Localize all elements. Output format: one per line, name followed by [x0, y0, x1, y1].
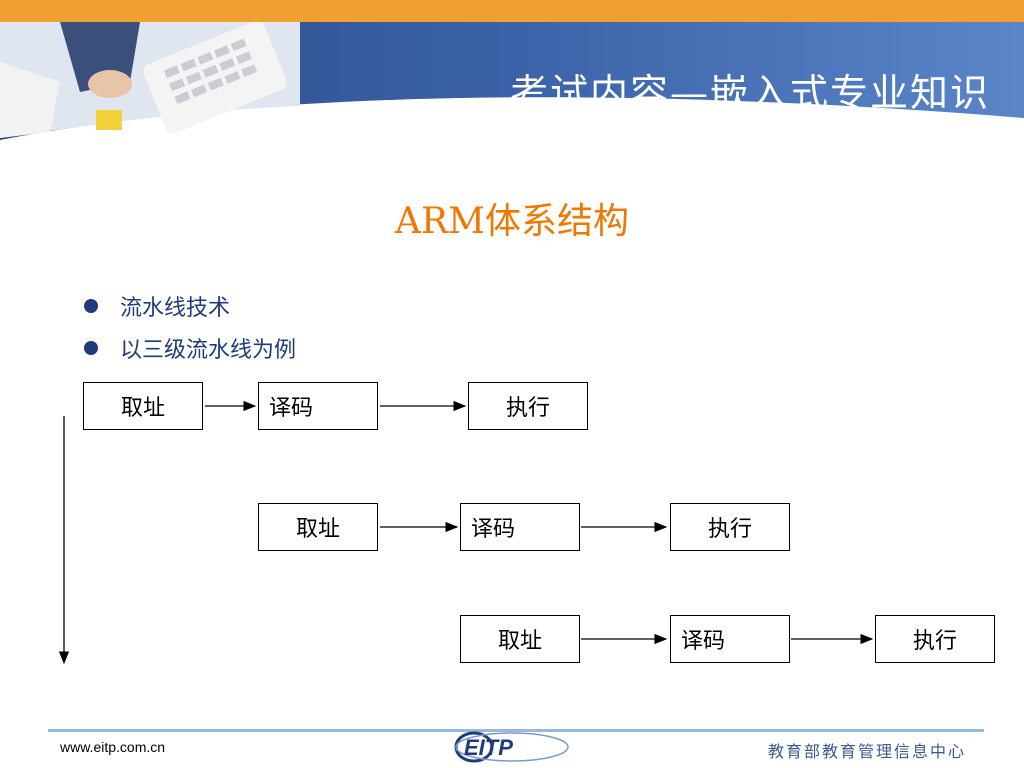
bullet-item: 流水线技术: [84, 290, 230, 322]
footer-url: www.eitp.com.cn: [60, 739, 166, 755]
pipeline-stage-execute: 执行: [670, 503, 790, 551]
pipeline-stage-decode: 译码: [670, 615, 790, 663]
pipeline-stage-decode: 译码: [258, 382, 378, 430]
eitp-logo: EITP: [452, 728, 572, 768]
footer-organization: 教育部教育管理信息中心: [767, 742, 966, 761]
bullet-text: 以三级流水线为例: [120, 338, 297, 363]
slide-title: ARM体系结构: [395, 201, 629, 242]
top-accent-bar: [0, 0, 1024, 22]
bullet-dot-icon: [84, 341, 98, 355]
bullet-dot-icon: [84, 299, 98, 313]
pipeline-stage-decode: 译码: [460, 503, 580, 551]
pipeline-stage-fetch: 取址: [83, 382, 203, 430]
office-illustration: [0, 20, 300, 138]
footer-divider: [48, 729, 984, 732]
header-banner: 考试内容—嵌入式专业知识: [0, 20, 1024, 142]
pipeline-stage-fetch: 取址: [460, 615, 580, 663]
pipeline-stage-execute: 执行: [875, 615, 995, 663]
pipeline-stage-execute: 执行: [468, 382, 588, 430]
bullet-item: 以三级流水线为例: [84, 332, 296, 364]
header-background: [0, 20, 1024, 142]
logo-text: EITP: [464, 735, 513, 760]
bullet-text: 流水线技术: [120, 296, 231, 321]
pipeline-stage-fetch: 取址: [258, 503, 378, 551]
header-title: 考试内容—嵌入式专业知识: [509, 71, 990, 115]
